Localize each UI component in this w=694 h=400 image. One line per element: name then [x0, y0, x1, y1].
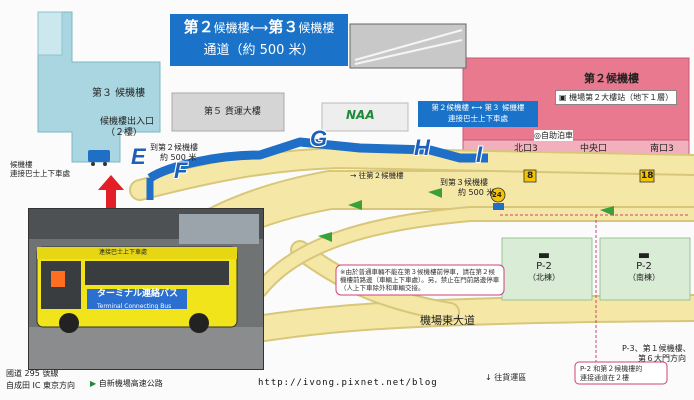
gate-18-number: 18 [641, 171, 654, 181]
to-t3-label: 到第３候機樓 約 500 米 [440, 178, 494, 198]
p2-south-lot [599, 237, 691, 301]
link-note-box [574, 361, 668, 385]
terminal2-south-gate: 南口3 [650, 144, 674, 154]
note-box [335, 264, 505, 296]
banner-t3-num: 第３ [268, 18, 299, 36]
bus-rear-wheel [189, 313, 209, 333]
parking-note: ※由於普通車輛不能在第３候機樓前停車，請在第２候機樓前路邊（車輛上下車處）。另，… [340, 268, 500, 292]
self-parking-text: 自助泊車 [540, 131, 573, 140]
bus-livery-sub: Terminal Connecting Bus [97, 303, 172, 310]
car-icon-north: ▬ [537, 248, 551, 263]
t2-shuttle-box-line1: 第２候機樓 ⟷ 第３ 候機樓 [431, 103, 525, 112]
bus-stop-marker-24 [490, 187, 506, 210]
route-295-label: 國道 295 號線 [6, 369, 59, 378]
marker-letter-e: E [131, 144, 146, 169]
t2-shuttle-box-line2: 連接巴士上下車處 [448, 114, 508, 123]
p2-link-line2: 連接通道在２樓 [580, 374, 629, 382]
marker-letter-g: G [310, 126, 328, 151]
terminal3-shuttle-text: 候機樓 連接巴士上下車處 [10, 160, 70, 178]
banner-t2-num: 第２ [183, 18, 214, 36]
naa-building [321, 102, 409, 132]
to-t2-road-label: → 往第２候機樓 [350, 171, 404, 180]
marker-letter-h: H [414, 135, 430, 160]
to-t2-road-text: 往第２候機樓 [358, 171, 404, 180]
p2-north-lot [501, 237, 593, 301]
p2-south-label: ▬ P-2 （南棟） [628, 248, 660, 283]
terminal3-name: 第３ 候機樓 [92, 88, 146, 99]
p2-south-sub: （南棟） [628, 273, 660, 282]
road-name-label: 機場東大道 [420, 314, 475, 327]
bus-roof-sign: 連接巴士上下車處 [99, 247, 147, 258]
banner-t3-word: 候機樓 [298, 21, 335, 35]
naa-logo: NAA [346, 108, 375, 122]
terminal2-station: ▣ 機場第２大樓站（地下１層） [555, 90, 678, 105]
self-parking-label: ◎自助泊車 [534, 130, 573, 141]
gate-8-number: 8 [527, 171, 534, 181]
p3-direction-line1: P-3、第１候機樓、 [622, 344, 691, 353]
bus-livery-text: ターミナル連絡バス [97, 289, 179, 299]
to-t2-label: 到第２候機樓 約 500 米 [150, 143, 198, 163]
shuttle-bus-illustration [29, 209, 263, 369]
red-up-arrow [98, 175, 124, 218]
to-t2-dist: 約 500 米 [160, 153, 197, 162]
gate-8-box [523, 169, 537, 183]
terminal3-building [37, 11, 161, 163]
p2-link-line1: P-2 和第２候機樓的 [580, 365, 643, 373]
cargo5-label: 第５ 貨運大樓 [204, 107, 261, 117]
expressway-text: 自新機場高速公路 [98, 379, 163, 388]
p2-north-name: P-2 [536, 261, 552, 272]
to-t2-text: 到第２候機樓 [150, 143, 198, 152]
banner-line1: 第２候機樓⟷第３候機樓 [170, 16, 348, 40]
terminal3-exit: 候機樓出入口 [100, 117, 155, 127]
cargo-road-text: 往貨運區 [494, 373, 527, 382]
to-t3-text: 到第３候機樓 [440, 178, 488, 187]
p3-direction-line2: 第６大門方向 [638, 354, 686, 363]
terminal2-center-gate: 中央口 [580, 144, 608, 154]
shuttle-bus-photo: ターミナル連絡バス Terminal Connecting Bus 連接巴士上下… [28, 208, 264, 370]
train-icon: ▣ [559, 93, 570, 102]
p2-north-sub: （北棟） [528, 273, 560, 282]
marker-letter-f: F [174, 158, 188, 183]
marker-letter-i: I [476, 142, 483, 167]
p2-north-label: ▬ P-2 （北棟） [528, 248, 560, 283]
t2-t3-walkway-banner: 第２候機樓⟷第３候機樓 通道（約 500 米） [170, 14, 348, 66]
terminal3-exit-floor: （２樓） [106, 128, 143, 138]
blog-watermark: http://ivong.pixnet.net/blog [258, 378, 438, 388]
p2-south-name: P-2 [636, 261, 652, 272]
terminal3-wing [37, 11, 63, 56]
route-295-dir-label: 自成田 IC 東京方向 [6, 381, 76, 390]
expressway-label: ▶ 自新機場高速公路 [90, 378, 163, 389]
bus-front-wheel [59, 313, 79, 333]
self-parking-icon: ◎ [534, 131, 541, 140]
cargo-building-5 [171, 92, 285, 132]
banner-arrow-icon: ⟷ [249, 21, 269, 36]
cargo-road-label: ↓ 往貨運區 [485, 373, 527, 382]
p2-link-note: P-2 和第２候機樓的 連接通道在２樓 [580, 365, 642, 383]
terminal2-station-text: 機場第２大樓站（地下１層） [569, 93, 674, 102]
bus-roof-sign-text: 連接巴士上下車處 [99, 249, 148, 256]
gate-18-box [639, 169, 655, 183]
terminal2-north-gate: 北口3 [514, 144, 538, 154]
banner-t2-word: 候機樓 [213, 21, 250, 35]
banner-line2: 通道（約 500 米） [203, 43, 315, 58]
terminal2-name: 第２候機樓 [584, 72, 639, 85]
expressway-icon: ▶ [90, 379, 99, 388]
to-t3-dist: 約 500 米 [458, 188, 495, 197]
t2-shuttle-box: 第２候機樓 ⟷ 第３ 候機樓 連接巴士上下車處 [418, 101, 538, 127]
terminal3-shuttle-label: 候機樓 連接巴士上下車處 [10, 160, 80, 178]
t3-shuttle-bus-icon [88, 150, 110, 166]
p3-direction-label: P-3、第１候機樓、 第６大門方向 [622, 344, 691, 364]
bus-stop-24: 24 [492, 191, 502, 199]
car-icon-south: ▬ [637, 248, 651, 263]
walkway-t2-t3 [147, 137, 488, 182]
